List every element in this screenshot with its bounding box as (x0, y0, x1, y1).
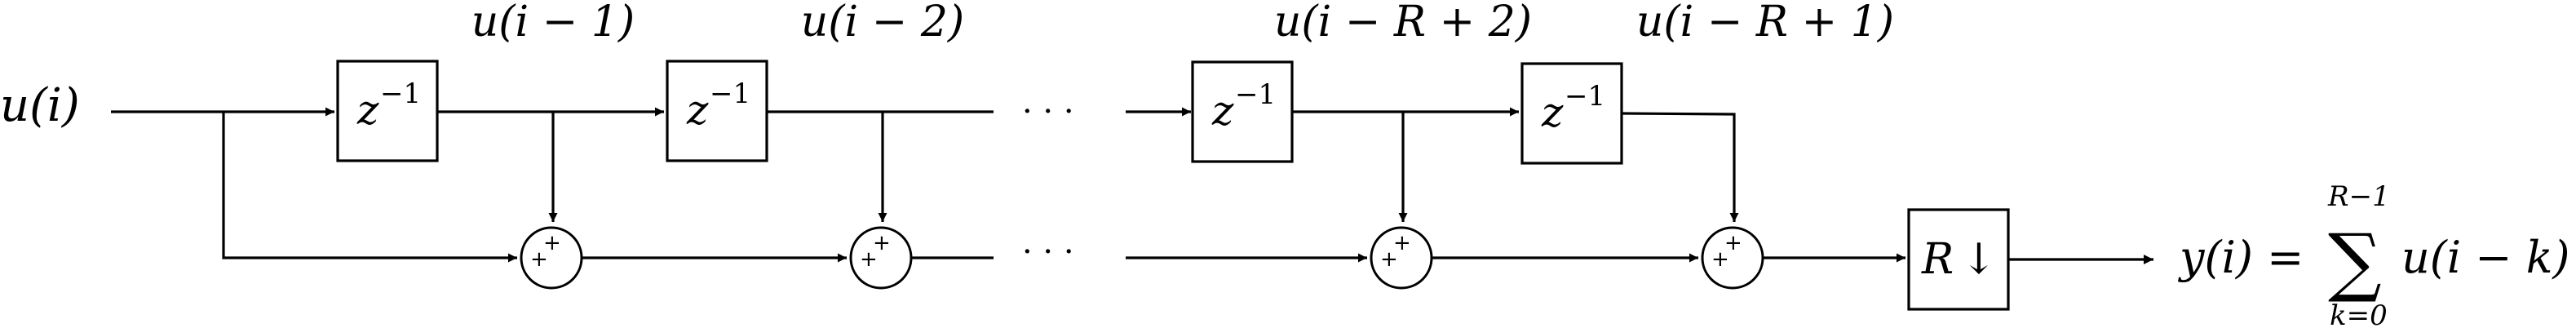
delay-r-exponent: −1 (1565, 80, 1605, 113)
decimator-block: R ↓ (1907, 208, 2010, 311)
tap-label-2: u(i − 2) (801, 0, 964, 47)
sum-upper-limit: R−1 (2327, 180, 2390, 213)
decimator-factor: R (1921, 235, 1954, 284)
adder-r-1: + + (1370, 226, 1433, 290)
decimator-arrow-symbol: ↓ (1961, 235, 1997, 284)
delay-r1-label: z (1211, 87, 1234, 135)
input-label: u(i) (0, 79, 80, 132)
adder-1-sign-top: + (543, 231, 561, 255)
summand: u(i − k) (2401, 232, 2569, 283)
adder-2: + + (849, 226, 913, 290)
delay-block-r-1: z −1 (1191, 60, 1294, 163)
delay-r-output-wire (1621, 112, 1739, 222)
ellipsis-top: · · · (1022, 93, 1074, 131)
adder-2-sign-top: + (873, 231, 891, 255)
adder-r1-sign-top: + (1393, 231, 1411, 255)
delay-2-exponent: −1 (710, 78, 750, 110)
adder-1-sign-left: + (530, 247, 548, 272)
summation-symbol: ∑ (2328, 218, 2382, 305)
tap-label-3: u(i − R + 2) (1274, 0, 1532, 47)
output-lhs: y(i) = (2178, 232, 2304, 283)
delay-1-exponent: −1 (380, 78, 421, 110)
delay-block-r: z −1 (1520, 62, 1623, 165)
feedforward-wire (222, 112, 517, 263)
delay-r1-exponent: −1 (1235, 78, 1276, 111)
adder-r: + + (1701, 226, 1764, 290)
adder-r-sign-left: + (1711, 247, 1729, 272)
adder-2-sign-left: + (860, 247, 878, 272)
ellipsis-bottom: · · · (1022, 233, 1074, 271)
output-equation: y(i) = R−1 ∑ k=0 u(i − k) (2178, 180, 2569, 328)
adder-r-sign-top: + (1724, 231, 1742, 255)
adder-1: + + (520, 226, 583, 290)
delay-r-label: z (1541, 89, 1564, 136)
delay-2-label: z (686, 86, 709, 134)
delay-block-2: z −1 (666, 60, 768, 162)
sum-lower-limit: k=0 (2330, 299, 2388, 328)
tap-label-4: u(i − R + 1) (1636, 0, 1894, 47)
delay-block-1: z −1 (336, 60, 439, 162)
delay-1-label: z (356, 86, 379, 134)
tap-label-1: u(i − 1) (471, 0, 635, 47)
adder-r1-sign-left: + (1380, 247, 1398, 272)
